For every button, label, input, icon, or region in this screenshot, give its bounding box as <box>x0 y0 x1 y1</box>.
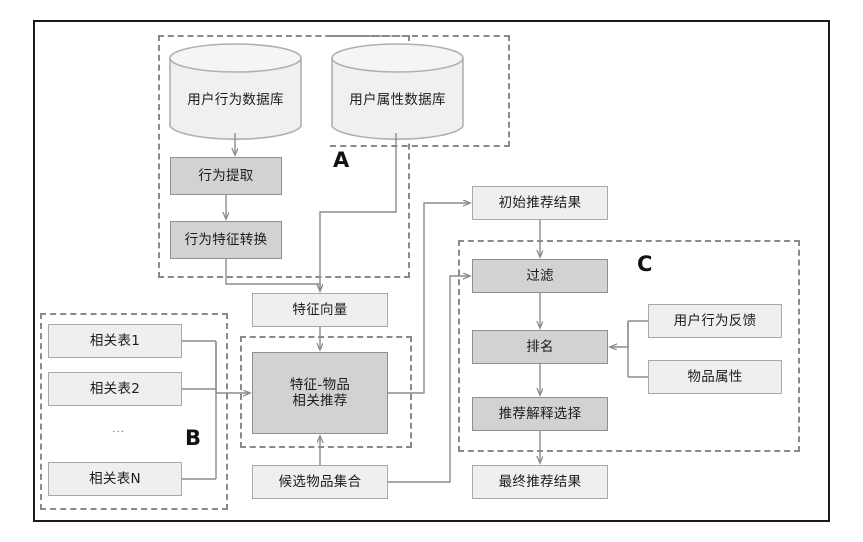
related-table-ellipsis: ⋮ <box>110 424 125 438</box>
node-final-result[interactable]: 最终推荐结果 <box>472 465 608 499</box>
node-behavior-extract-label: 行为提取 <box>198 167 254 184</box>
db-user-attribute: 用户属性数据库 <box>330 42 465 142</box>
group-label-c: C <box>637 252 653 276</box>
node-ranking-label: 排名 <box>526 338 554 355</box>
db-user-behavior-label: 用户行为数据库 <box>187 92 284 108</box>
node-related-table-1-label: 相关表1 <box>89 332 141 349</box>
node-related-table-n[interactable]: 相关表N <box>48 462 182 496</box>
node-feature-item-rec[interactable]: 特征-物品 相关推荐 <box>252 352 388 434</box>
node-behavior-transform-label: 行为特征转换 <box>184 231 268 248</box>
node-filter-label: 过滤 <box>526 267 554 284</box>
node-explain-select-label: 推荐解释选择 <box>498 405 582 422</box>
group-label-b: B <box>185 426 202 450</box>
node-final-result-label: 最终推荐结果 <box>498 473 582 490</box>
node-item-attribute-label: 物品属性 <box>687 368 743 385</box>
node-feature-item-rec-label: 特征-物品 相关推荐 <box>289 376 351 409</box>
node-feature-vector-label: 特征向量 <box>292 301 348 318</box>
node-item-attribute[interactable]: 物品属性 <box>648 360 782 394</box>
db-user-behavior: 用户行为数据库 <box>168 42 303 142</box>
node-explain-select[interactable]: 推荐解释选择 <box>472 397 608 431</box>
node-behavior-extract[interactable]: 行为提取 <box>170 157 282 195</box>
db-user-attribute-label: 用户属性数据库 <box>349 92 446 108</box>
group-label-a: A <box>333 148 350 172</box>
group-b-boundary <box>40 313 228 510</box>
node-filter[interactable]: 过滤 <box>472 259 608 293</box>
node-candidate-item-set-label: 候选物品集合 <box>278 473 362 490</box>
node-related-table-2[interactable]: 相关表2 <box>48 372 182 406</box>
node-behavior-transform[interactable]: 行为特征转换 <box>170 221 282 259</box>
node-related-table-1[interactable]: 相关表1 <box>48 324 182 358</box>
node-feature-vector[interactable]: 特征向量 <box>252 293 388 327</box>
node-related-table-2-label: 相关表2 <box>89 380 141 397</box>
node-related-table-n-label: 相关表N <box>89 470 141 487</box>
node-initial-result-label: 初始推荐结果 <box>498 194 582 211</box>
node-ranking[interactable]: 排名 <box>472 330 608 364</box>
node-candidate-item-set[interactable]: 候选物品集合 <box>252 465 388 499</box>
group-a-extension-boundary <box>330 35 510 147</box>
node-user-behavior-feedback[interactable]: 用户行为反馈 <box>648 304 782 338</box>
node-initial-result[interactable]: 初始推荐结果 <box>472 186 608 220</box>
node-user-behavior-feedback-label: 用户行为反馈 <box>673 312 757 329</box>
